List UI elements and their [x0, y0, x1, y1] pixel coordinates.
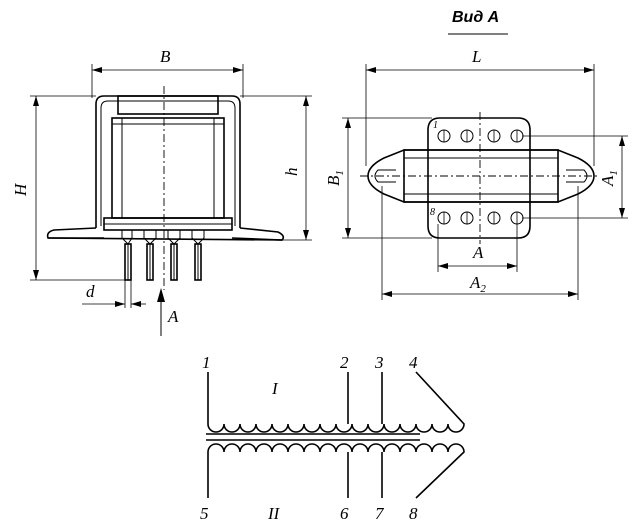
- secondary-winding: [207, 443, 465, 499]
- top-terminal-holes: [437, 129, 524, 143]
- pins: [121, 230, 205, 281]
- winding-schematic: I II 1 2 3 4 5 6 7 8: [200, 353, 465, 523]
- bottom-terminal-holes: [437, 211, 524, 225]
- dim-a2-label: A2: [469, 273, 486, 295]
- coil-body: [111, 117, 225, 219]
- view-arrow-label: A: [167, 307, 179, 326]
- dim-a-label: A: [472, 243, 484, 262]
- terminal-1: 1: [202, 353, 211, 372]
- view-title: Вид А: [452, 9, 499, 26]
- pin-mark-1: 1: [433, 120, 438, 131]
- terminal-3: 3: [374, 353, 384, 372]
- terminal-4: 4: [409, 353, 418, 372]
- dim-d-label: d: [86, 282, 95, 301]
- dim-l-label: L: [471, 47, 481, 66]
- pin-4: [194, 243, 202, 281]
- terminal-8: 8: [409, 504, 418, 523]
- top-clamp: [117, 95, 219, 115]
- frame-inner-outline: [100, 100, 236, 226]
- terminal-6: 6: [340, 504, 349, 523]
- pin-1: [124, 243, 132, 281]
- left-slot: [374, 169, 396, 183]
- primary-label: I: [271, 379, 279, 398]
- terminal-2: 2: [340, 353, 349, 372]
- secondary-label: II: [267, 504, 281, 523]
- primary-winding: [207, 371, 465, 433]
- dim-h-small-label: h: [282, 168, 301, 177]
- dim-b-label: B: [160, 47, 171, 66]
- dim-a1-label: A1: [598, 170, 620, 187]
- terminal-5: 5: [200, 504, 209, 523]
- dim-h-label: H: [11, 182, 30, 197]
- base-plate: [427, 117, 531, 239]
- top-view: Вид А 1 8: [324, 9, 628, 300]
- frame-outline: [95, 95, 241, 228]
- side-view: B H h d A: [11, 47, 312, 336]
- pin-2: [146, 243, 154, 281]
- left-foot: [46, 227, 104, 239]
- terminal-7: 7: [375, 504, 385, 523]
- pin-mark-8: 8: [430, 207, 435, 218]
- dim-b1-label: B1: [324, 170, 346, 186]
- right-foot: [231, 227, 285, 241]
- pin-3: [170, 243, 178, 281]
